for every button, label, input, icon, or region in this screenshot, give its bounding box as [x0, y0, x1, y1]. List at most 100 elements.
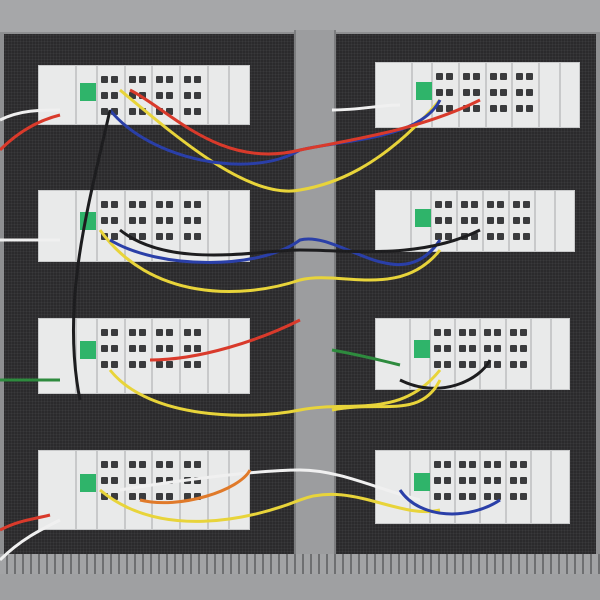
ethernet-port — [516, 105, 524, 112]
ethernet-port — [446, 73, 454, 80]
ethernet-port — [446, 105, 454, 112]
status-indicator — [80, 474, 97, 493]
ethernet-port — [484, 329, 492, 336]
ethernet-port — [526, 73, 534, 80]
ethernet-port — [128, 461, 136, 468]
ethernet-port — [499, 105, 507, 112]
ethernet-port — [128, 233, 136, 240]
ethernet-port — [497, 217, 504, 224]
ethernet-port — [111, 92, 119, 99]
ethernet-port — [184, 345, 192, 352]
ethernet-port — [194, 361, 202, 368]
ethernet-port — [443, 329, 451, 336]
io-module — [124, 190, 153, 262]
ethernet-port — [184, 329, 192, 336]
ethernet-port — [433, 345, 441, 352]
ethernet-port — [463, 89, 471, 96]
io-module — [535, 190, 555, 252]
ethernet-port — [128, 76, 136, 83]
ethernet-port — [526, 105, 534, 112]
cable — [0, 113, 61, 152]
ethernet-port — [519, 493, 527, 500]
io-module — [454, 318, 481, 390]
status-indicator — [415, 209, 431, 227]
io-module — [207, 318, 229, 394]
ethernet-port — [443, 345, 451, 352]
ethernet-port — [166, 493, 174, 500]
ethernet-port — [513, 201, 520, 208]
ethernet-port — [445, 233, 452, 240]
plc-rack — [375, 62, 580, 128]
ethernet-port — [156, 217, 164, 224]
ethernet-port — [458, 329, 466, 336]
ethernet-port — [194, 345, 202, 352]
io-module — [228, 318, 250, 394]
ethernet-port — [436, 73, 444, 80]
io-module — [410, 318, 431, 390]
ethernet-port — [445, 201, 452, 208]
ethernet-port — [471, 201, 478, 208]
ethernet-port — [101, 345, 109, 352]
status-indicator — [80, 83, 97, 102]
cable — [71, 109, 112, 401]
ethernet-port — [436, 89, 444, 96]
ethernet-port — [128, 361, 136, 368]
ethernet-port — [516, 73, 524, 80]
ethernet-port — [128, 108, 136, 115]
ethernet-port — [138, 461, 146, 468]
ethernet-port — [487, 233, 494, 240]
cable — [139, 469, 252, 505]
ethernet-port — [519, 345, 527, 352]
ethernet-port — [468, 477, 476, 484]
io-module — [152, 450, 181, 530]
ethernet-port — [156, 233, 164, 240]
io-module — [550, 450, 570, 524]
ethernet-port — [526, 89, 534, 96]
status-indicator — [414, 340, 431, 358]
ethernet-port — [111, 461, 119, 468]
ethernet-port — [494, 361, 502, 368]
ethernet-port — [471, 217, 478, 224]
ethernet-port — [111, 233, 119, 240]
ethernet-port — [184, 92, 192, 99]
ethernet-port — [166, 92, 174, 99]
ethernet-port — [194, 329, 202, 336]
ethernet-port — [156, 361, 164, 368]
ethernet-port — [111, 201, 119, 208]
io-module — [509, 190, 535, 252]
ethernet-port — [487, 217, 494, 224]
io-module — [457, 190, 483, 252]
cable — [109, 237, 442, 266]
ethernet-port — [184, 461, 192, 468]
ethernet-port — [111, 345, 119, 352]
ethernet-port — [484, 493, 492, 500]
io-module — [531, 318, 551, 390]
bottom-duct-cover — [0, 574, 600, 600]
ethernet-port — [101, 201, 109, 208]
ethernet-port — [445, 217, 452, 224]
ethernet-port — [184, 361, 192, 368]
ethernet-port — [156, 345, 164, 352]
io-module — [411, 190, 431, 252]
io-module — [180, 65, 208, 125]
ethernet-port — [194, 477, 202, 484]
ethernet-port — [433, 461, 441, 468]
io-module — [531, 450, 551, 524]
ethernet-port — [194, 108, 202, 115]
ethernet-port — [523, 233, 530, 240]
cable — [331, 103, 401, 112]
cable — [129, 88, 481, 156]
ethernet-port — [468, 329, 476, 336]
ethernet-port — [138, 477, 146, 484]
ethernet-port — [194, 493, 202, 500]
ethernet-port — [111, 477, 119, 484]
ethernet-port — [458, 361, 466, 368]
ethernet-port — [494, 493, 502, 500]
ethernet-port — [111, 108, 119, 115]
cpu-module — [375, 62, 412, 128]
ethernet-port — [473, 73, 481, 80]
ethernet-port — [497, 233, 504, 240]
ethernet-port — [489, 89, 497, 96]
plc-rack — [375, 318, 570, 390]
ethernet-port — [489, 105, 497, 112]
